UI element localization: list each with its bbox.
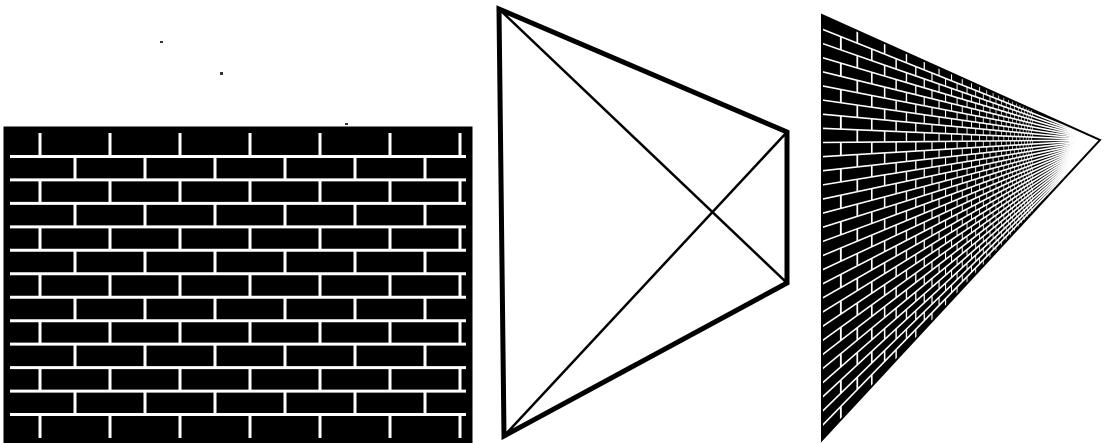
perspective-quad-diagonal-a [499, 9, 787, 283]
warped-brick-wall-background [822, 15, 1100, 440]
perspective-quad-diagonal-b [504, 132, 787, 436]
flat-brick-wall-panel [6, 41, 470, 442]
speck [160, 41, 163, 43]
perspective-quad-panel [499, 9, 787, 436]
perspective-quad-outline [499, 9, 787, 436]
speck [220, 72, 223, 75]
warped-brick-wall-panel [822, 15, 1100, 440]
speck [345, 123, 348, 125]
